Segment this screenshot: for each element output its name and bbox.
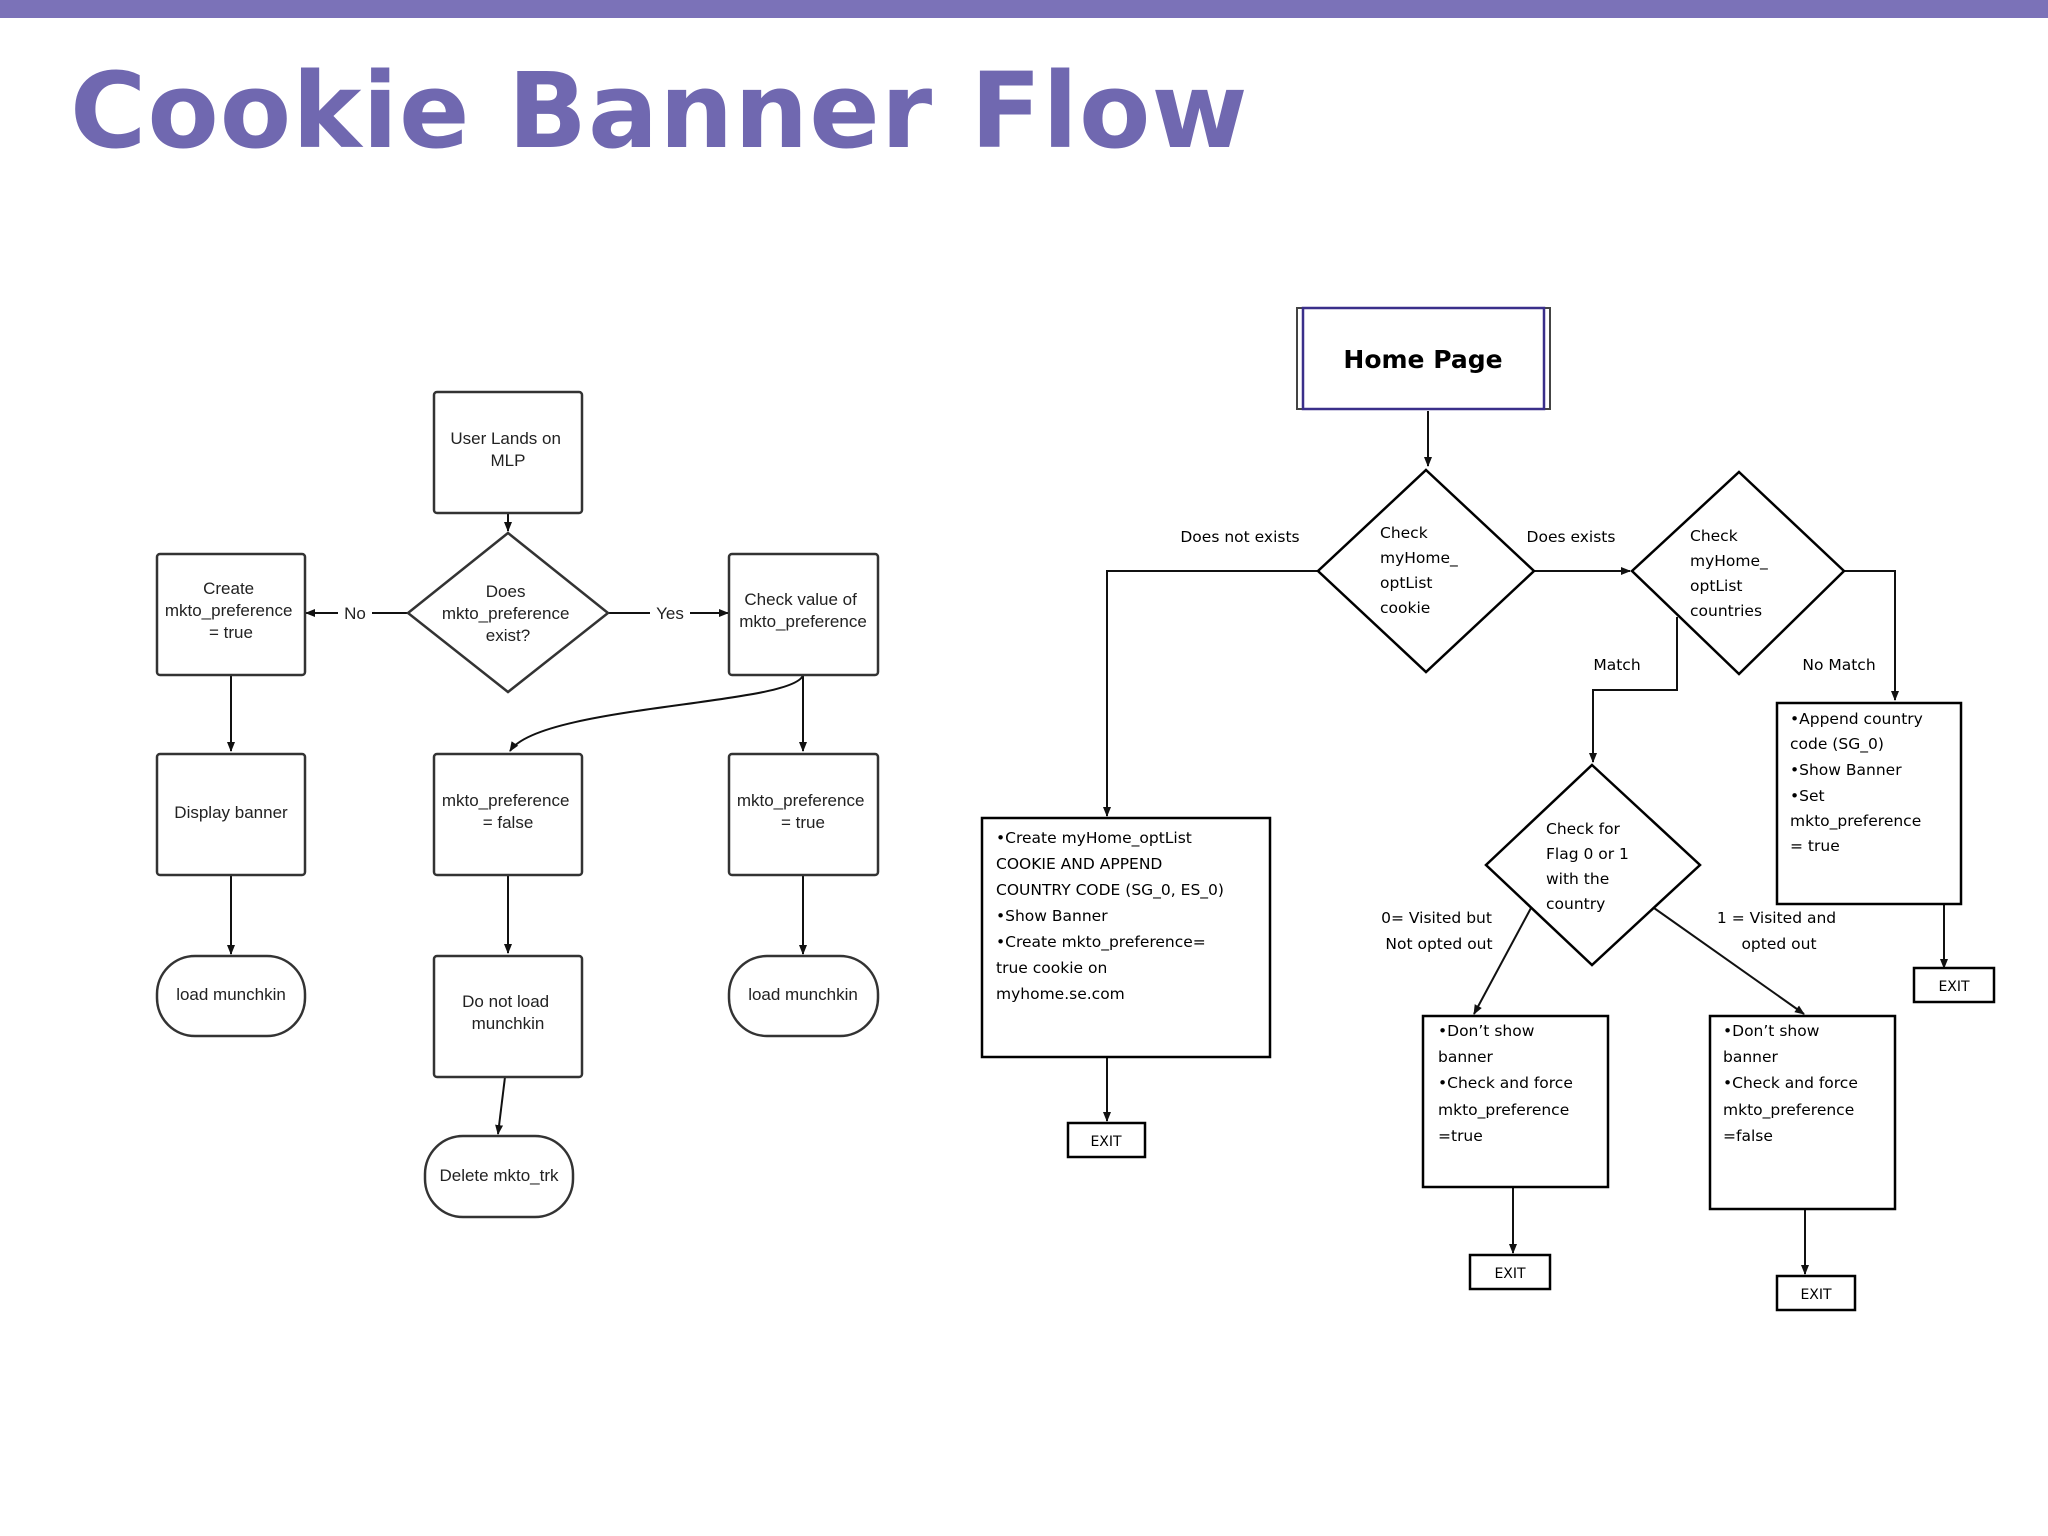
node-load-munchkin-right: load munchkin bbox=[727, 954, 880, 1038]
svg-text:•Append country code (: •Append country code (SG_0) •Show Banner… bbox=[1790, 710, 1928, 855]
svg-text:EXIT: EXIT bbox=[1090, 1134, 1122, 1150]
edge-label-match: Match bbox=[1593, 656, 1640, 674]
edge-countries-match bbox=[1589, 617, 1678, 763]
node-create-cookie: •Create myHome_optList COOKIE AND APPEND… bbox=[980, 816, 1272, 1059]
svg-text:EXIT: EXIT bbox=[1800, 1287, 1832, 1303]
node-pref-false: mkto_preference = false bbox=[432, 752, 584, 877]
node-delete-trk: Delete mkto_trk bbox=[423, 1134, 575, 1219]
edge-label-no: No bbox=[344, 604, 366, 623]
svg-text:Does mkto_preference: Does mkto_preference exist? bbox=[442, 582, 574, 645]
right-flow: Does not exists Does exists Match No Mat… bbox=[980, 306, 1996, 1312]
node-dont-show-true: •Don’t show banner •Check and force mkto… bbox=[1421, 1014, 1610, 1189]
node-home-page: Home Page bbox=[1296, 306, 1551, 411]
node-does-pref-exist: Does mkto_preference exist? bbox=[405, 531, 611, 694]
svg-text:Check value of mkto_pr: Check value of mkto_preference bbox=[739, 590, 867, 631]
node-append-country: •Append country code (SG_0) •Show Banner… bbox=[1775, 701, 1963, 906]
svg-text:Do not load munchkin: Do not load munchkin bbox=[462, 992, 554, 1033]
node-check-optlist-cookie: Check myHome_ optList cookie bbox=[1316, 468, 1536, 674]
svg-text:Check myHome_: Check myHome_ optList cookie bbox=[1380, 524, 1463, 617]
svg-text:EXIT: EXIT bbox=[1494, 1266, 1526, 1282]
exit-dont-show-false: EXIT bbox=[1775, 1274, 1857, 1312]
svg-text:•Don’t show banner: •Don’t show banner •Check and force mkto… bbox=[1723, 1022, 1863, 1145]
node-display-banner: Display banner bbox=[155, 752, 307, 877]
node-dont-show-false: •Don’t show banner •Check and force mkto… bbox=[1708, 1014, 1897, 1211]
svg-text:EXIT: EXIT bbox=[1938, 979, 1970, 995]
exit-create-cookie: EXIT bbox=[1066, 1121, 1147, 1159]
svg-text:Display banner: Display banner bbox=[174, 803, 288, 822]
svg-text:mkto_preference = true: mkto_preference = true bbox=[737, 791, 869, 832]
page-title: Cookie Banner Flow bbox=[70, 50, 1249, 172]
edge-check-notexists bbox=[1103, 570, 1318, 817]
node-check-optlist-countries: Check myHome_ optList countries bbox=[1630, 470, 1846, 676]
edge-check-false bbox=[509, 674, 804, 752]
exit-append-country: EXIT bbox=[1912, 966, 1996, 1004]
svg-text:Home Page: Home Page bbox=[1343, 345, 1502, 374]
svg-text:load munchkin: load munchkin bbox=[748, 985, 858, 1004]
svg-text:Delete mkto_trk: Delete mkto_trk bbox=[439, 1166, 559, 1185]
svg-text:•Don’t show banner: •Don’t show banner •Check and force mkto… bbox=[1438, 1022, 1578, 1145]
edge-label-does-not-exists: Does not exists bbox=[1180, 528, 1299, 546]
node-load-munchkin-left: load munchkin bbox=[155, 954, 307, 1038]
svg-text:mkto_preference = fals: mkto_preference = false bbox=[442, 791, 574, 832]
svg-text:Create mkto_preference: Create mkto_preference = true bbox=[165, 579, 297, 642]
svg-text:Check for Flag 0 or 1: Check for Flag 0 or 1 with the country bbox=[1546, 820, 1634, 913]
edge-flag-0 bbox=[1473, 907, 1532, 1015]
svg-text:load munchkin: load munchkin bbox=[176, 985, 286, 1004]
exit-dont-show-true: EXIT bbox=[1468, 1253, 1552, 1291]
node-pref-true: mkto_preference = true bbox=[727, 752, 880, 877]
edge-label-no-match: No Match bbox=[1802, 656, 1875, 674]
node-check-flag: Check for Flag 0 or 1 with the country bbox=[1484, 763, 1702, 967]
edge-flag-1 bbox=[1653, 907, 1805, 1015]
edge-label-visited-not-opted: 0= Visited but Not opted out bbox=[1381, 909, 1497, 953]
node-check-value: Check value of mkto_preference bbox=[727, 552, 880, 677]
accent-top-bar bbox=[0, 0, 2048, 18]
node-do-not-load: Do not load munchkin bbox=[432, 954, 584, 1079]
edge-label-visited-opted: 1 = Visited and opted out bbox=[1717, 909, 1841, 953]
left-flow: No Yes User Lands on MLP Does mkto_prefe… bbox=[155, 390, 880, 1219]
edge-label-yes: Yes bbox=[656, 604, 684, 623]
svg-text:Check myHome_: Check myHome_ optList countries bbox=[1690, 527, 1773, 620]
edge-donot-delete bbox=[495, 1076, 506, 1135]
node-create-pref: Create mkto_preference = true bbox=[155, 552, 307, 677]
edge-label-does-exists: Does exists bbox=[1527, 528, 1616, 546]
edge-countries-nomatch bbox=[1844, 570, 1899, 701]
svg-text:User Lands on MLP: User Lands on MLP bbox=[450, 429, 565, 470]
node-user-lands: User Lands on MLP bbox=[432, 390, 584, 515]
svg-text:•Create myHome_optList: •Create myHome_optList COOKIE AND APPEND… bbox=[996, 829, 1229, 1003]
